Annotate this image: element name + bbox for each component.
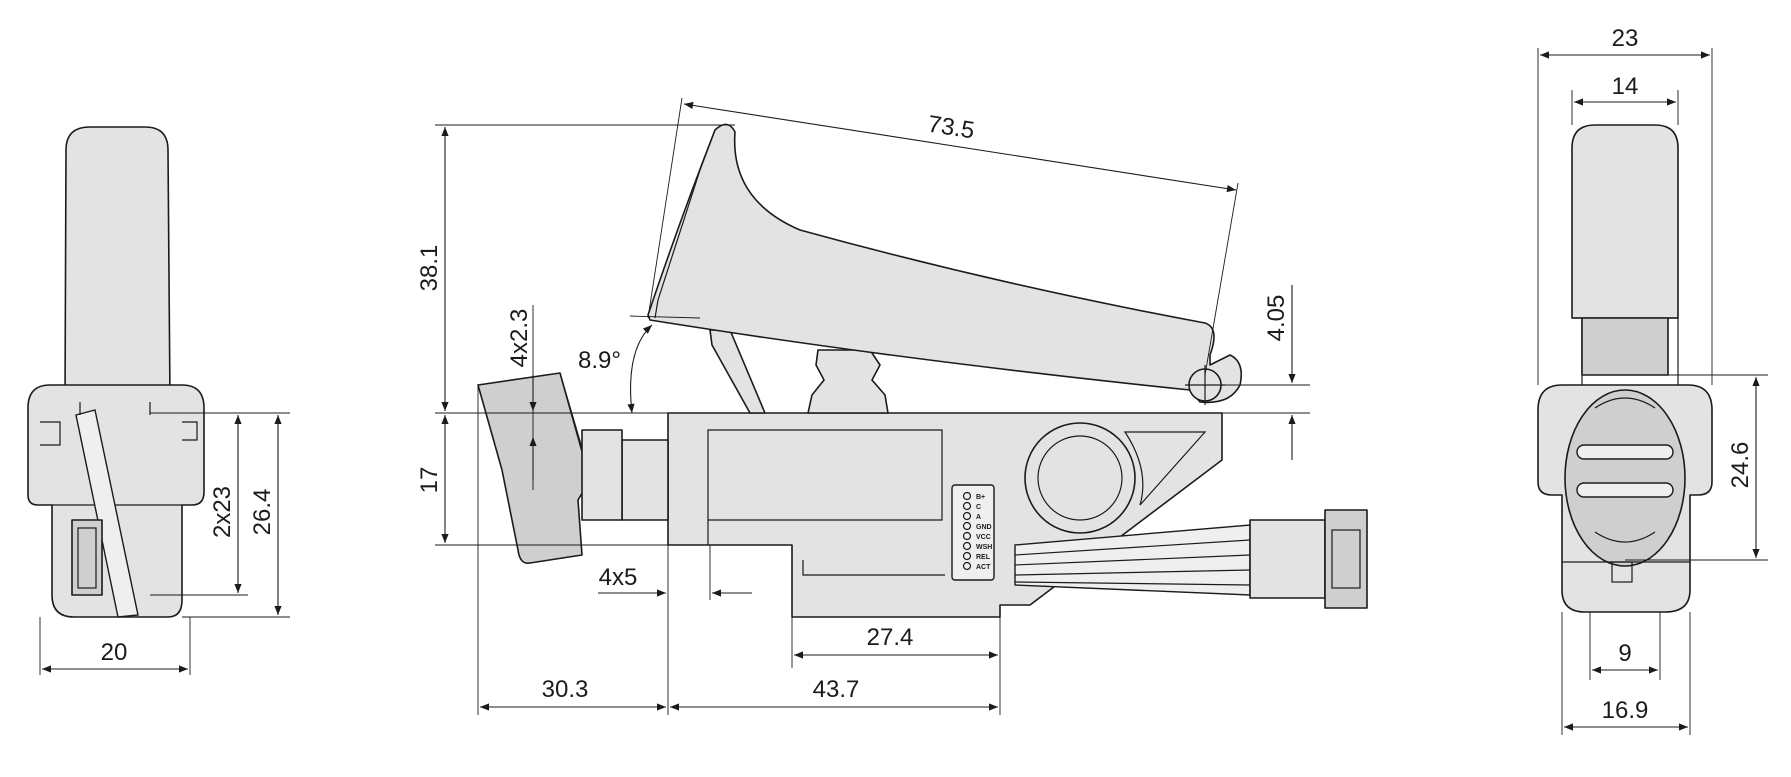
pin-label: ACT xyxy=(976,564,991,571)
pin-label: B+ xyxy=(976,494,985,501)
side-view: B+ C A GND VCC WSH REL ACT xyxy=(416,97,1368,715)
right-view-grip-ridge xyxy=(1576,444,1674,460)
side-view-terminal-block xyxy=(951,484,995,581)
pin-circle xyxy=(962,491,972,501)
dim-width-label: 20 xyxy=(101,639,128,666)
dim-line-lever-length xyxy=(683,101,1237,193)
side-view-latch xyxy=(709,329,766,414)
dim-angle-label: 8.9° xyxy=(578,347,621,374)
dim-base-label: 27.4 xyxy=(867,624,914,651)
pin-circle xyxy=(962,511,972,521)
dim-lever-length-label: 73.5 xyxy=(926,111,976,145)
dim-width-outer-label: 23 xyxy=(1612,25,1639,52)
side-view-plunger xyxy=(581,429,623,521)
dim-width-bottom-inner-label: 9 xyxy=(1618,640,1631,667)
dim-pitch-label: 2x23 xyxy=(209,486,236,538)
left-view: 20 2x23 26.4 xyxy=(27,126,290,675)
side-view-button xyxy=(477,372,591,565)
right-view-lever xyxy=(1571,124,1679,319)
pin-labels: B+ C A GND VCC WSH REL ACT xyxy=(976,494,992,571)
pin-circle xyxy=(962,531,972,541)
pin-label: C xyxy=(976,504,981,511)
pin-circle xyxy=(962,521,972,531)
dim-width-inner-label: 14 xyxy=(1612,73,1639,100)
dim-height-top-label: 38.1 xyxy=(416,245,443,292)
dim-width-bottom-label: 16.9 xyxy=(1602,697,1649,724)
right-view-grip-ridge xyxy=(1576,482,1674,498)
dim-right-height-label: 24.6 xyxy=(1727,442,1754,489)
dim-line-angle xyxy=(627,324,653,414)
dim-length-label: 43.7 xyxy=(813,676,860,703)
pin-label: GND xyxy=(976,524,992,531)
side-view-wire-plug xyxy=(1324,509,1368,609)
pin-circles xyxy=(962,491,972,571)
right-view: 23 14 24.6 9 16.9 xyxy=(1537,25,1768,735)
dim-offset-label: 4.05 xyxy=(1263,295,1290,342)
left-view-lever xyxy=(64,126,171,403)
dim-front-label: 30.3 xyxy=(542,676,589,703)
right-view-grip xyxy=(1564,389,1686,567)
side-view-spring-boot xyxy=(807,349,889,414)
side-view-wire-connector xyxy=(1249,519,1326,599)
pin-label: REL xyxy=(976,554,991,561)
pin-label: WSH xyxy=(976,544,992,551)
side-view-boss xyxy=(1024,422,1136,534)
pin-label: VCC xyxy=(976,534,991,541)
side-view-body-window xyxy=(707,429,943,521)
pin-circle xyxy=(962,561,972,571)
dim-height-body-label: 17 xyxy=(416,467,443,494)
right-view-neck xyxy=(1581,317,1669,376)
pin-label: A xyxy=(976,514,981,521)
left-view-clip xyxy=(40,421,61,446)
dim-height-label: 26.4 xyxy=(249,489,276,536)
dim-hole-label: 4x2.3 xyxy=(506,309,533,368)
left-view-slider xyxy=(75,409,139,618)
dim-slot-label: 4x5 xyxy=(599,564,638,591)
side-view-collar xyxy=(621,439,669,521)
left-view-terminal xyxy=(71,519,103,596)
pin-circle xyxy=(962,501,972,511)
pin-circle xyxy=(962,541,972,551)
pin-circle xyxy=(962,551,972,561)
